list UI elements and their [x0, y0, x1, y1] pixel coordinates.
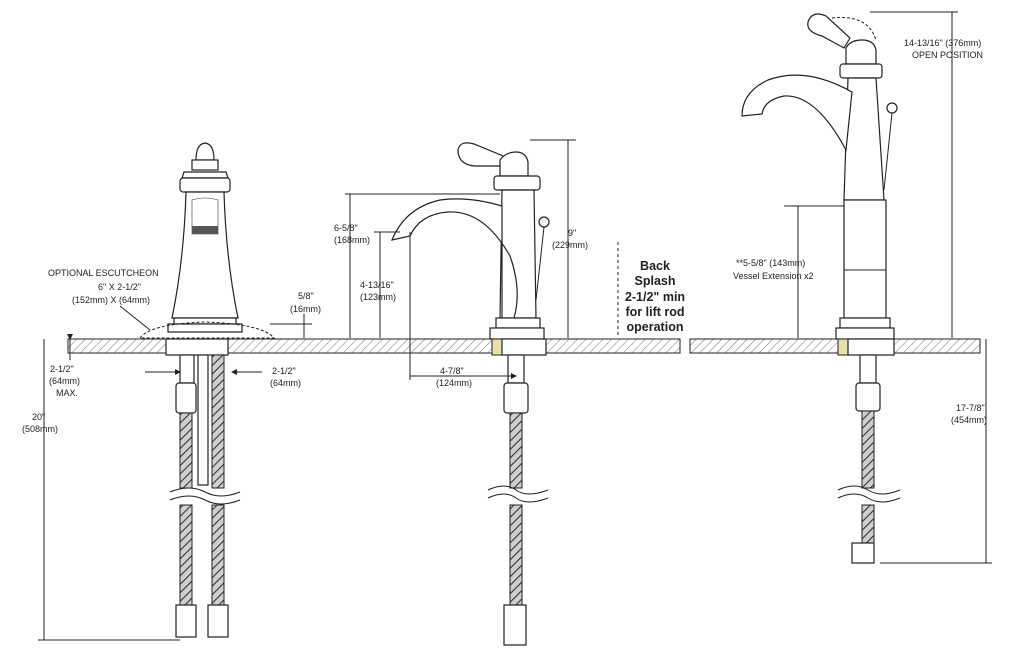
extension-label: Vessel Extension x2: [733, 271, 814, 281]
countertop-left: [67, 338, 681, 354]
vessel-view-dimensions: 14-13/16" (376mm) OPEN POSITION **5-5/8"…: [733, 11, 992, 564]
backsplash-line5: operation: [627, 320, 684, 334]
backsplash-line4: for lift rod: [625, 305, 684, 319]
vessel-supply-length-in: 17-7/8": [956, 403, 985, 413]
escutcheon-height-in: 5/8": [298, 291, 314, 301]
vessel-view-supply-lines: [837, 338, 901, 564]
open-position-label: OPEN POSITION: [912, 50, 983, 60]
escutcheon-size-in: 6" X 2-1/2": [98, 282, 141, 292]
side-view-dimensions: 6-5/8" (168mm) 4-13/16" (123mm) 4-7/8" (…: [334, 139, 619, 388]
escutcheon-height-mm: (16mm): [290, 304, 321, 314]
max-thickness-mm: (64mm): [49, 376, 80, 386]
vessel-view-faucet: [741, 13, 898, 340]
front-view-supply-lines: [165, 338, 241, 638]
max-thickness-note: MAX.: [56, 388, 78, 398]
total-height-mm: (168mm): [334, 235, 370, 245]
overall-height-mm: (229mm): [552, 240, 588, 250]
reach-in: 4-7/8": [440, 366, 464, 376]
supply-length-mm: (508mm): [22, 424, 58, 434]
max-thickness-in: 2-1/2": [50, 364, 74, 374]
overall-height-in: 9": [568, 228, 576, 238]
hole-size-in: 2-1/2": [272, 366, 296, 376]
countertop-right: [689, 338, 981, 354]
supply-length-in: 20": [32, 412, 45, 422]
backsplash-note: Back Splash 2-1/2" min for lift rod oper…: [625, 259, 685, 334]
side-view-faucet: [391, 142, 550, 340]
spout-clearance-in: 4-13/16": [360, 280, 394, 290]
escutcheon-size-mm: (152mm) X (64mm): [72, 295, 150, 305]
total-height-in: 6-5/8": [334, 223, 358, 233]
hole-size-mm: (64mm): [270, 378, 301, 388]
backsplash-line3: 2-1/2" min: [625, 290, 685, 304]
front-view-faucet: [139, 142, 276, 339]
extension-height: **5-5/8" (143mm): [736, 258, 805, 268]
side-view-supply-lines: [487, 338, 549, 646]
spout-clearance-mm: (123mm): [360, 292, 396, 302]
escutcheon-title: OPTIONAL ESCUTCHEON: [48, 268, 159, 278]
open-height: 14-13/16" (376mm): [904, 38, 981, 48]
reach-mm: (124mm): [436, 378, 472, 388]
backsplash-line1: Back: [640, 259, 670, 273]
front-view-dimensions: OPTIONAL ESCUTCHEON 6" X 2-1/2" (152mm) …: [22, 268, 321, 641]
vessel-supply-length-mm: (454mm): [951, 415, 987, 425]
backsplash-line2: Splash: [635, 274, 676, 288]
